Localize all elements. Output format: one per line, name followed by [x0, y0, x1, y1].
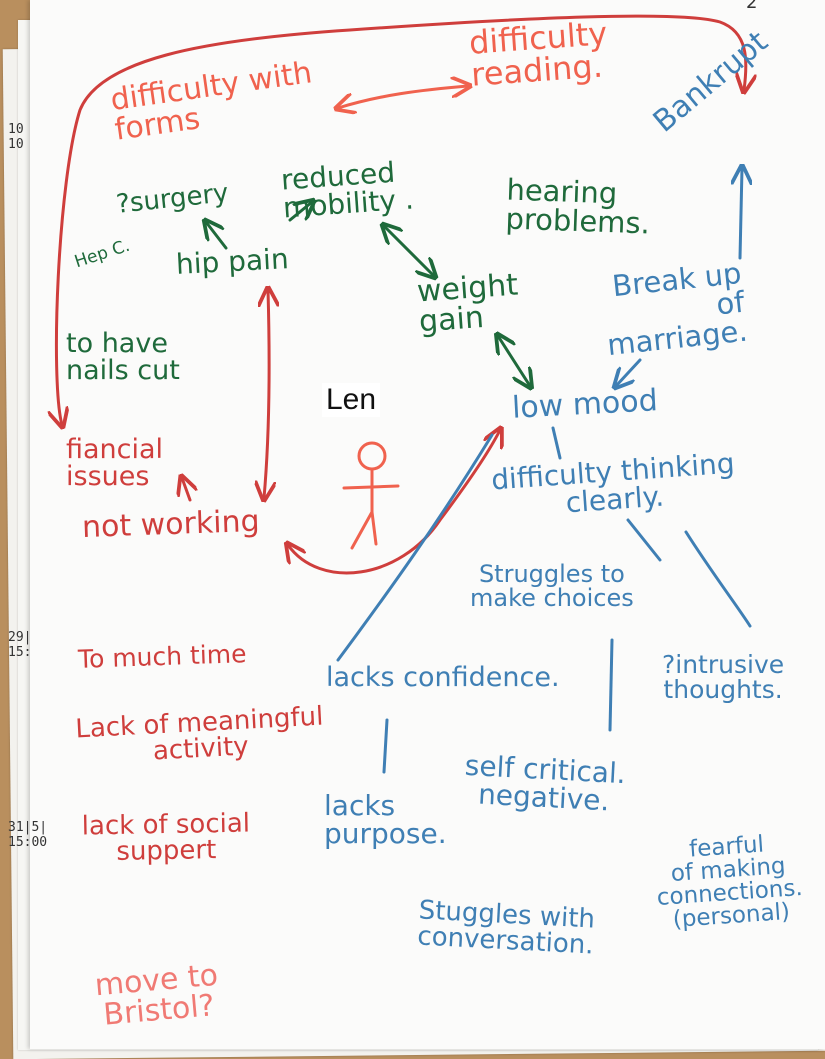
not-working: not working	[81, 503, 261, 546]
lacks-confidence: lacks confidence.	[326, 662, 560, 693]
margin-note-lower: 31|5|15:00	[8, 820, 48, 850]
arrow-marriage-lowmood	[616, 358, 642, 386]
line-thinking-intrusive	[684, 530, 752, 628]
low-mood: low mood	[511, 383, 659, 426]
lack-of-social-support: lack of social suppert	[81, 808, 251, 867]
break-up-of-marriage: Break up of marriage.	[605, 255, 750, 363]
lacks-purpose: lacks purpose.	[324, 789, 447, 850]
arrow-hip-mobility	[288, 202, 312, 222]
intrusive-thoughts: ?intrusive thoughts.	[662, 650, 785, 704]
margin-note-mid: 29|15:	[8, 630, 32, 660]
weight-gain: weight gain	[415, 267, 520, 340]
struggles-with-conversation: Stuggles with conversation.	[416, 895, 596, 961]
arrow-notworking-lowmood	[288, 430, 500, 575]
self-critical-negative: self critical. negative.	[464, 748, 627, 818]
arrow-mobility-weight	[384, 226, 434, 276]
reduced-mobility: reduced mobility .	[279, 155, 415, 225]
struggles-to-make-choices: Struggles to make choices	[470, 560, 634, 612]
line-confidence-purpose	[382, 718, 389, 774]
arrow-hip-surgery	[206, 222, 228, 250]
arrow-weight-lowmood	[498, 336, 530, 386]
hip-pain: hip pain	[175, 242, 290, 281]
fearful-of-making-connections: fearful of making connections. (personal…	[656, 831, 804, 933]
line-thinking-confidence	[336, 433, 494, 662]
page-number-marker: 2	[746, 0, 758, 13]
arrow-notworking-financial	[182, 478, 190, 502]
difficulty-reading: difficulty reading.	[467, 14, 609, 94]
subject-name: Len	[322, 383, 381, 417]
arrow-marriage-bankrupt	[740, 168, 742, 260]
line-thinking-choices	[626, 518, 662, 562]
loop-arrow-financial-bankrupt	[56, 14, 745, 425]
stick-figure-icon	[342, 441, 400, 550]
move-to-bristol: move to Bristol?	[93, 957, 220, 1033]
too-much-time: To much time	[77, 639, 247, 674]
line-choices-selfcritical	[608, 638, 614, 732]
financial-issues: fiancial issues	[66, 434, 164, 492]
hearing-problems: hearing problems.	[504, 172, 651, 241]
nails-cut: to have nails cut	[66, 328, 180, 386]
line-lowmood-thinking	[551, 426, 562, 460]
arrow-forms-reading	[338, 86, 468, 108]
arrow-hip-notworking	[264, 290, 269, 498]
